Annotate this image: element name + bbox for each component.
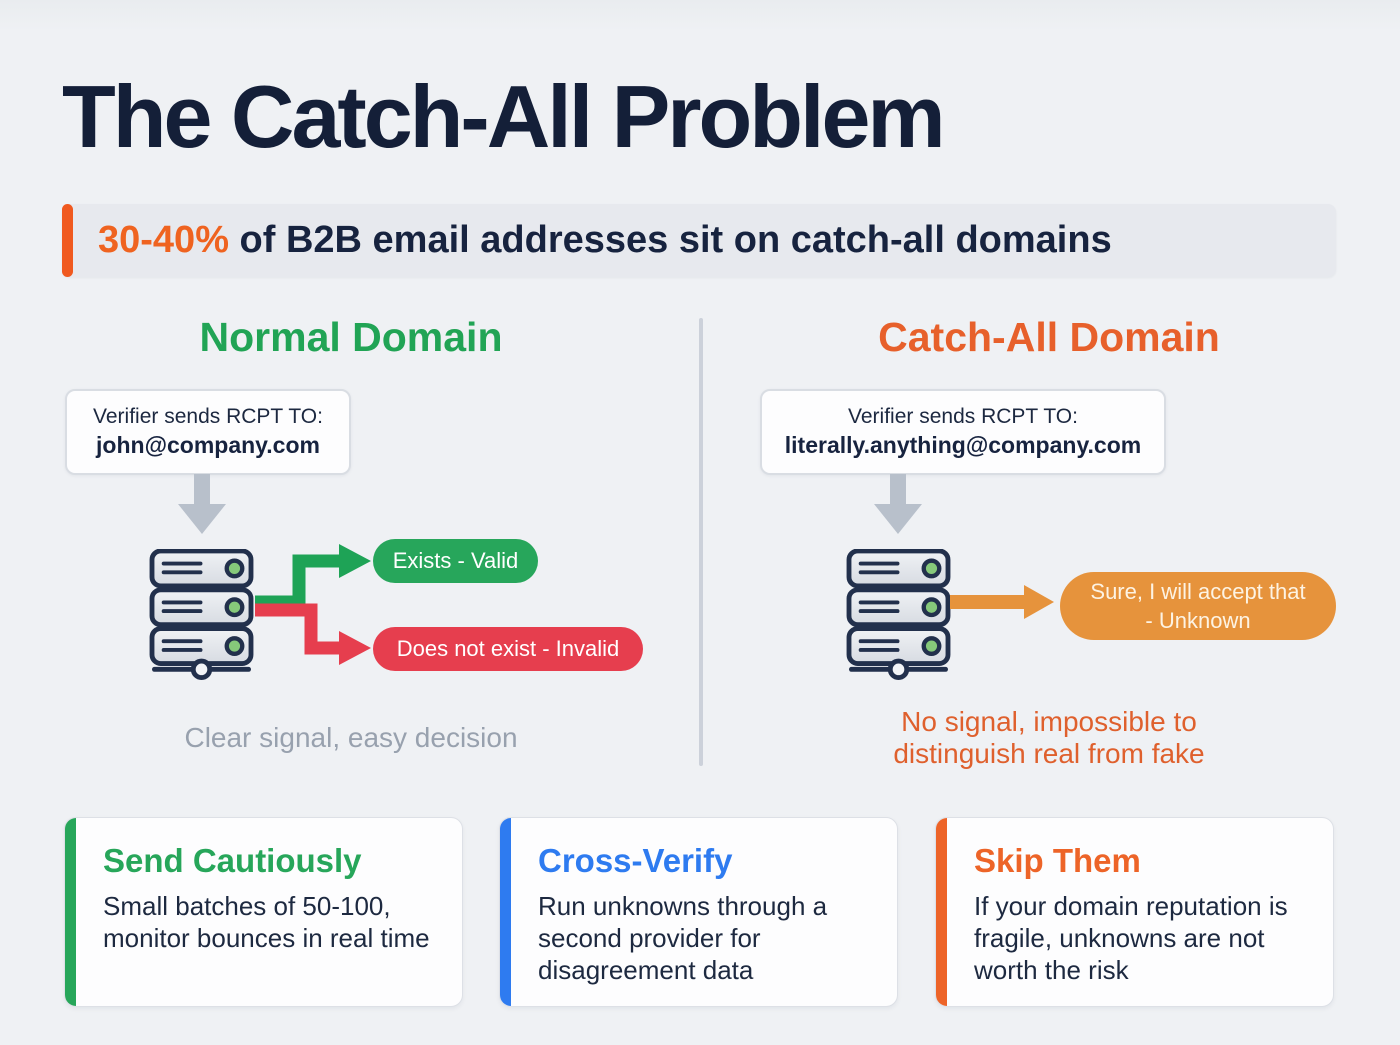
verifier-email: literally.anything@company.com	[784, 432, 1142, 458]
catchall-caption-line2: distinguish real from fake	[893, 738, 1205, 769]
verifier-label: Verifier sends RCPT TO:	[848, 405, 1078, 428]
card-send-cautiously: Send Cautiously Small batches of 50-100,…	[64, 817, 463, 1007]
stat-banner: 30-40% of B2B email addresses sit on cat…	[62, 204, 1336, 277]
verifier-label: Verifier sends RCPT TO:	[93, 405, 323, 428]
card-title: Send Cautiously	[103, 842, 362, 879]
valid-outcome-pill: Exists - Valid	[373, 539, 538, 583]
column-divider	[699, 318, 703, 766]
card-body: Small batches of 50-100, monitor bounces…	[103, 891, 430, 953]
branch-arrows-icon	[255, 544, 371, 665]
server-icon	[149, 549, 254, 681]
unknown-outcome-pill: Sure, I will accept that - Unknown	[1060, 572, 1336, 640]
catchall-domain-heading: Catch-All Domain	[878, 314, 1220, 360]
page-title: The Catch-All Problem	[62, 67, 946, 166]
catchall-caption: No signal, impossible to distinguish rea…	[764, 706, 1334, 770]
card-title: Skip Them	[974, 842, 1141, 879]
catchall-verifier-box: Verifier sends RCPT TO: literally.anythi…	[760, 389, 1166, 475]
normal-verifier-box: Verifier sends RCPT TO: john@company.com	[65, 389, 351, 475]
verifier-email: john@company.com	[96, 432, 320, 458]
accept-arrow-icon	[950, 585, 1054, 619]
stat-rest: of B2B email addresses sit on catch-all …	[228, 219, 1112, 261]
unknown-line1: Sure, I will accept that	[1090, 579, 1306, 604]
down-arrow-icon	[874, 474, 922, 534]
server-icon	[846, 549, 951, 681]
stat-text: 30-40% of B2B email addresses sit on cat…	[98, 219, 1112, 262]
normal-domain-heading: Normal Domain	[199, 314, 503, 360]
card-skip-them: Skip Them If your domain reputation is f…	[935, 817, 1334, 1007]
stat-accent-bar	[62, 204, 73, 277]
card-body: If your domain reputation is fragile, un…	[974, 891, 1288, 985]
card-title: Cross-Verify	[538, 842, 733, 879]
unknown-line2: - Unknown	[1145, 608, 1251, 633]
stat-highlight: 30-40%	[98, 219, 229, 261]
down-arrow-icon	[178, 474, 226, 534]
invalid-outcome-pill: Does not exist - Invalid	[373, 627, 643, 671]
normal-caption: Clear signal, easy decision	[184, 722, 518, 753]
card-body: Run unknowns through a second provider f…	[538, 891, 828, 985]
card-cross-verify: Cross-Verify Run unknowns through a seco…	[499, 817, 898, 1007]
catchall-caption-line1: No signal, impossible to	[901, 706, 1197, 737]
